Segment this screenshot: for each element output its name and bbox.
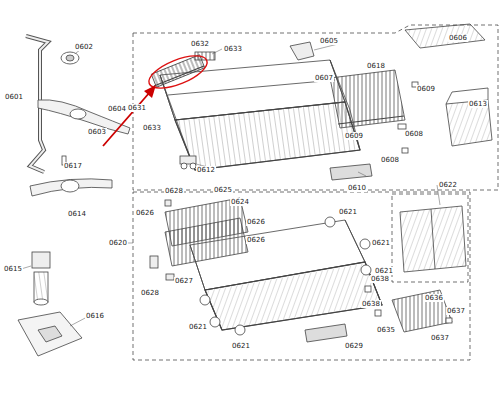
callout-number: 0635 <box>376 326 396 334</box>
callout-number: 0638 <box>370 275 390 283</box>
callout-number: 0637 <box>446 307 466 315</box>
callout-number: 0621 <box>338 208 358 216</box>
callout-number: 0622 <box>438 181 458 189</box>
callout-number: 0609 <box>344 132 364 140</box>
callout-number: 0608 <box>380 156 400 164</box>
callout-number: 0626 <box>246 218 266 226</box>
callout-number: 0633 <box>223 45 243 53</box>
callout-number: 0614 <box>67 210 87 218</box>
callout-number: 0637 <box>430 334 450 342</box>
callout-number: 0602 <box>74 43 94 51</box>
callout-number: 0629 <box>344 342 364 350</box>
callout-number: 0608 <box>404 130 424 138</box>
callout-number: 0628 <box>140 289 160 297</box>
callout-number: 0626 <box>135 209 155 217</box>
callout-number: 0621 <box>188 323 208 331</box>
callout-number: 0626 <box>246 236 266 244</box>
callout-number: 0621 <box>374 267 394 275</box>
callout-number: 0632 <box>190 40 210 48</box>
callout-number: 0613 <box>468 100 488 108</box>
callout-number: 0638 <box>361 300 381 308</box>
callout-number: 0606 <box>448 34 468 42</box>
callout-number: 0621 <box>231 342 251 350</box>
callout-number: 0615 <box>3 265 23 273</box>
callout-number: 0633 <box>142 124 162 132</box>
callout-number: 0624 <box>230 198 250 206</box>
callout-number: 0628 <box>164 187 184 195</box>
callout-number: 0621 <box>371 239 391 247</box>
callout-number: 0601 <box>4 93 24 101</box>
callout-number: 0609 <box>416 85 436 93</box>
callout-number: 0631 <box>127 104 147 112</box>
callout-number: 0620 <box>108 239 128 247</box>
callout-number: 0617 <box>63 162 83 170</box>
callout-number: 0605 <box>319 37 339 45</box>
callout-number: 0636 <box>424 294 444 302</box>
callout-number: 0607 <box>314 74 334 82</box>
callout-number: 0612 <box>196 166 216 174</box>
callout-number: 0603 <box>87 128 107 136</box>
callout-number: 0627 <box>174 277 194 285</box>
callout-number: 0610 <box>347 184 367 192</box>
callout-number: 0604 <box>107 105 127 113</box>
callout-number: 0625 <box>213 186 233 194</box>
callout-number: 0616 <box>85 312 105 320</box>
callout-number: 0618 <box>366 62 386 70</box>
